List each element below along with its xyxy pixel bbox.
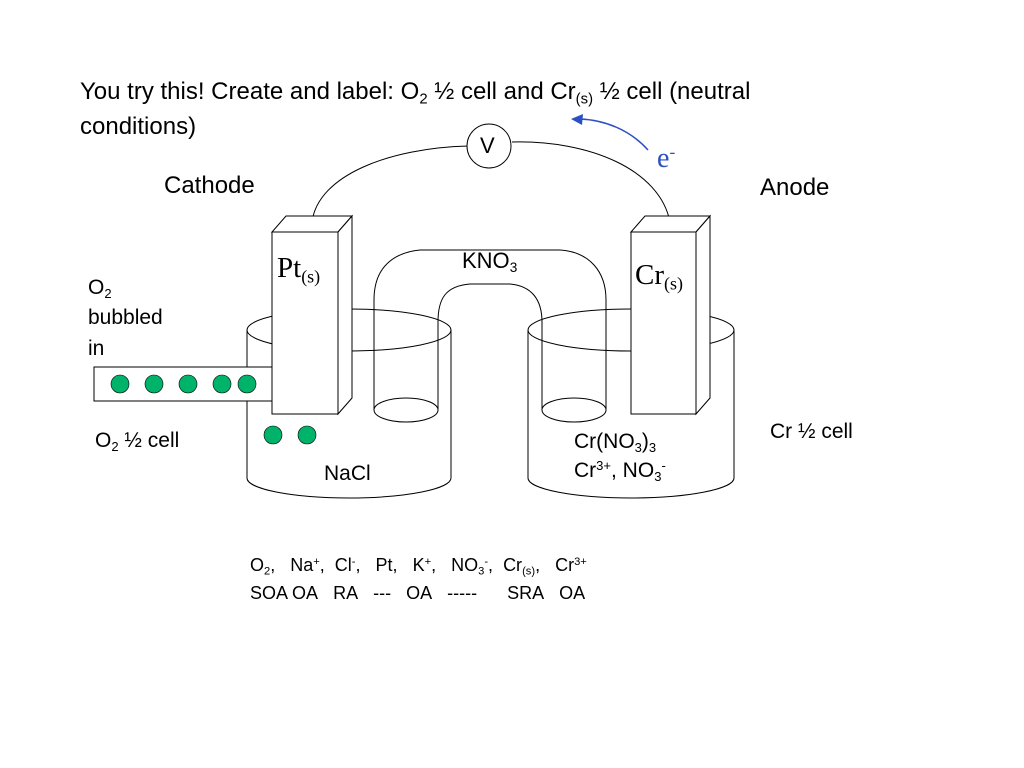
- voltmeter: [466, 123, 512, 169]
- anode-label: Anode: [760, 174, 830, 201]
- role: OA: [559, 583, 586, 603]
- gas-inlet-label: O2: [88, 276, 112, 301]
- pt-label: Pt(s): [277, 252, 321, 287]
- pt-electrode: [270, 214, 354, 416]
- species: Cr3+: [555, 555, 587, 575]
- gas-inlet-label-line2: bubbled: [88, 306, 163, 329]
- role: SOA: [250, 583, 288, 603]
- salt-bridge-label: KNO3: [462, 248, 518, 276]
- title-part: ½ cell (neutral: [593, 78, 751, 105]
- species: K+: [412, 555, 432, 575]
- bubble: [178, 374, 198, 394]
- gas-inlet-label-line3: in: [88, 337, 105, 360]
- title-part: You try this! Create and label: O: [80, 78, 420, 105]
- slide-title: You try this! Create and label: O2 ½ cel…: [80, 78, 751, 108]
- roles-row: SOA OA RA --- OA ----- SRA OA: [250, 584, 585, 602]
- left-solution-label: NaCl: [324, 462, 371, 485]
- title-sub: (s): [575, 91, 594, 108]
- arrowhead: [571, 114, 583, 125]
- wire: [511, 141, 671, 223]
- bubble: [237, 374, 257, 394]
- role: -----: [447, 583, 478, 603]
- role: SRA: [507, 583, 545, 603]
- bubble: [144, 374, 164, 394]
- slide-title-line2: conditions): [80, 113, 197, 140]
- cr-label: Cr(s): [635, 259, 683, 294]
- o2-half-cell-label: O2 ½ cell: [95, 429, 180, 454]
- title-sub: 2: [419, 91, 428, 108]
- bubble: [297, 425, 317, 445]
- species: Cl-: [334, 555, 356, 575]
- role: ---: [373, 583, 392, 603]
- cr-half-cell-label: Cr ½ cell: [770, 420, 853, 443]
- bubble: [110, 374, 130, 394]
- wire: [311, 145, 469, 223]
- electron-flow-arrow: [579, 118, 649, 151]
- species: Pt: [375, 555, 393, 575]
- cr-electrode: [629, 214, 712, 416]
- right-ions-label: Cr3+, NO3-: [574, 457, 666, 484]
- salt-bridge-tube: [373, 249, 607, 423]
- role: OA: [406, 583, 433, 603]
- species-row: O2, Na+, Cl-, Pt, K+, NO3-, Cr(s), Cr3+: [250, 555, 587, 578]
- role: RA: [333, 583, 359, 603]
- species: NO3-: [451, 555, 489, 578]
- bubble: [263, 425, 283, 445]
- voltmeter-label: V: [480, 133, 495, 158]
- electron-label: e-: [657, 142, 676, 174]
- cathode-label: Cathode: [164, 172, 255, 199]
- species: Na+: [290, 555, 320, 575]
- right-solution-label: Cr(NO3)3: [574, 430, 657, 455]
- bubble: [212, 374, 232, 394]
- title-part: ½ cell and Cr: [427, 78, 576, 105]
- oxygen-bubbles: [110, 374, 317, 445]
- role: OA: [292, 583, 319, 603]
- species: O2: [250, 555, 271, 578]
- species: Cr(s): [503, 555, 536, 578]
